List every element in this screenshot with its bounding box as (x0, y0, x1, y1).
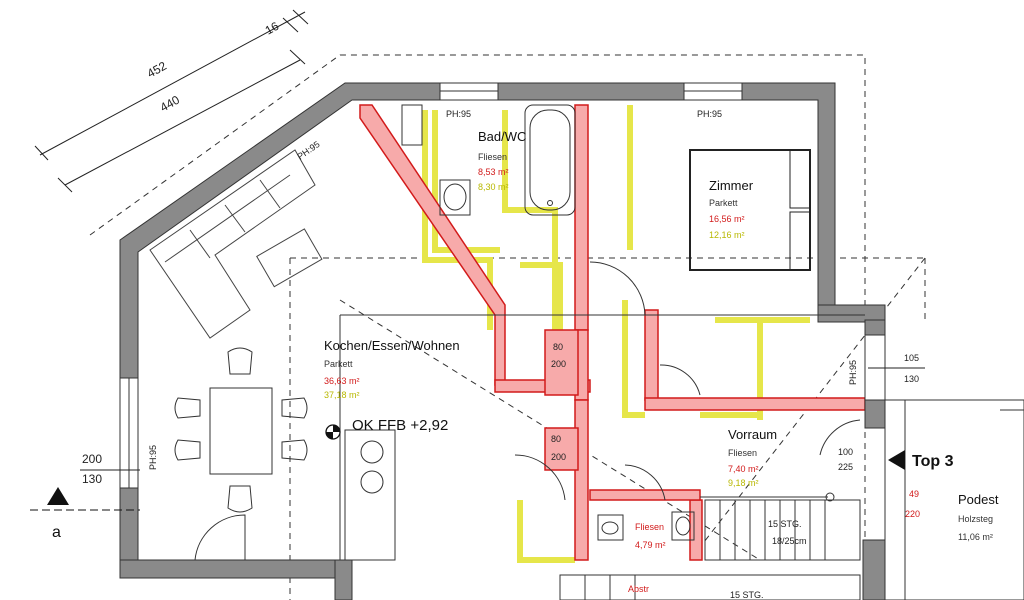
door1-top: 80 (553, 342, 563, 352)
door-swings (194, 261, 861, 561)
vorraum-area-red: 7,40 m² (728, 464, 759, 474)
left-dim-top: 200 (82, 452, 102, 466)
dim-outer: 452 (145, 59, 170, 81)
dining-chairs (174, 347, 308, 513)
bath-area-yellow: 8,30 m² (478, 182, 509, 192)
living-floor: Parkett (324, 359, 353, 369)
right-dim-top: 105 (904, 353, 919, 363)
dining-table (209, 387, 273, 475)
level-marker-icon (325, 424, 341, 440)
dimension-lines (34, 9, 309, 193)
red-walls (359, 104, 866, 561)
window-top-right-label: PH:95 (697, 109, 722, 119)
section-marker-icon (30, 487, 140, 511)
kitchen-units (339, 314, 865, 560)
dim-inner: 440 (158, 93, 183, 115)
vorraum-floor: Fliesen (728, 448, 757, 458)
bath-floor: Fliesen (478, 152, 507, 162)
podest-floor: Holzsteg (958, 514, 993, 524)
bathtub (524, 104, 576, 216)
entry-arrow-icon (888, 450, 905, 470)
door2-bottom: 200 (551, 452, 566, 462)
zimmer-floor: Parkett (709, 198, 738, 208)
section-label: a (52, 524, 61, 541)
door2-top: 80 (551, 434, 561, 444)
bed (689, 149, 811, 271)
zimmer-area-yellow: 12,16 m² (709, 230, 745, 240)
door1-bottom: 200 (551, 359, 566, 369)
zimmer-area-red: 16,56 m² (709, 214, 745, 224)
bath-name: Bad/WC (478, 129, 526, 144)
stairs-lower-label: 15 STG. (730, 590, 764, 600)
level-label: OK FFB +2,92 (352, 417, 448, 434)
stairs-upper-sub: 18/25cm (772, 536, 807, 546)
bath-cabinet (401, 104, 423, 146)
living-name: Kochen/Essen/Wohnen (324, 338, 460, 353)
entry-door-bottom: 225 (838, 462, 853, 472)
washbasin (439, 179, 471, 216)
vorraum-name: Vorraum (728, 427, 777, 442)
zimmer-name: Zimmer (709, 178, 754, 193)
podest-area: 11,06 m² (958, 532, 993, 542)
vorraum-area-yellow: 9,18 m² (728, 478, 759, 488)
window-diag-label: PH:95 (295, 139, 321, 162)
window-right-label: PH:95 (848, 360, 858, 385)
side-door-top: 49 (909, 489, 919, 499)
kitchen-counter (344, 429, 396, 561)
top-label: Top 3 (912, 453, 954, 470)
wc-fixtures (597, 511, 695, 541)
window-top-left-label: PH:95 (446, 109, 471, 119)
left-dim-bottom: 130 (82, 472, 102, 486)
bath-area-red: 8,53 m² (478, 167, 509, 177)
living-area-yellow: 37,18 m² (324, 390, 360, 400)
sofa (149, 149, 323, 339)
side-door-bottom: 220 (905, 509, 920, 519)
dim-wall: 16 (263, 19, 282, 38)
abstr-name: Abstr (628, 584, 649, 594)
stairs (559, 492, 861, 600)
window-left-label: PH:95 (148, 445, 158, 470)
living-area-red: 36,63 m² (324, 376, 360, 386)
entry-door-top: 100 (838, 447, 853, 457)
wc-floor: Fliesen (635, 522, 664, 532)
stairs-upper-label: 15 STG. (768, 519, 802, 529)
podest-name: Podest (958, 492, 999, 507)
podest-deck (884, 399, 1024, 600)
right-dim-bottom: 130 (904, 374, 919, 384)
wc-area: 4,79 m² (635, 540, 666, 550)
